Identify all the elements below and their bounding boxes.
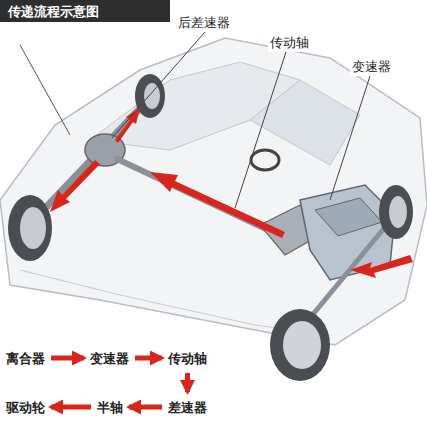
step-text: 传动轴 bbox=[168, 351, 207, 366]
flow-arrow bbox=[115, 108, 140, 143]
flow-arrows bbox=[50, 108, 413, 278]
flow-arrow bbox=[51, 356, 84, 361]
flow-step: 半轴 bbox=[95, 396, 125, 418]
flow-step: 差速器 bbox=[166, 396, 209, 418]
windshield bbox=[250, 80, 360, 165]
wheel-rim bbox=[389, 196, 407, 228]
flow-ground bbox=[0, 340, 225, 427]
flow-arrow bbox=[135, 356, 162, 361]
flow-arrow bbox=[150, 172, 285, 238]
part-label: 后差速器 bbox=[176, 14, 232, 32]
wheel-rim bbox=[144, 83, 160, 109]
wheel bbox=[379, 185, 413, 239]
flow-step: 离合器 bbox=[4, 347, 47, 369]
part-label: 变速器 bbox=[350, 58, 393, 76]
flow-arrow bbox=[185, 373, 190, 392]
engine-top bbox=[315, 198, 382, 236]
step-text: 驱动轮 bbox=[6, 400, 45, 415]
flow-arrow bbox=[350, 255, 413, 278]
step-text: 差速器 bbox=[168, 400, 207, 415]
wheel bbox=[8, 195, 52, 261]
step-text: 变速器 bbox=[90, 351, 129, 366]
wheel bbox=[270, 309, 330, 381]
leader-line bbox=[235, 52, 286, 208]
leader-line bbox=[330, 76, 370, 200]
front-axle bbox=[300, 215, 395, 330]
flow-arrow bbox=[129, 405, 162, 410]
wheel-rim bbox=[20, 207, 46, 249]
wheel bbox=[135, 74, 165, 118]
flow-arrow bbox=[50, 160, 100, 212]
step-text: 离合器 bbox=[6, 351, 45, 366]
part-label: 传动轴 bbox=[268, 34, 311, 52]
leader-line bbox=[20, 45, 70, 135]
wheel-rim bbox=[283, 321, 321, 369]
leader-line bbox=[112, 32, 205, 138]
flow-arrow bbox=[51, 405, 91, 410]
step-text: 半轴 bbox=[97, 400, 123, 415]
title-banner bbox=[0, 0, 170, 22]
diagram-title: 传递流程示意图 bbox=[8, 3, 99, 21]
flow-step: 驱动轮 bbox=[4, 396, 47, 418]
flow-step: 传动轴 bbox=[166, 347, 209, 369]
rear-axle bbox=[32, 98, 150, 222]
car-body bbox=[0, 38, 427, 345]
steering-wheel bbox=[251, 150, 279, 170]
flow-step: 变速器 bbox=[88, 347, 131, 369]
